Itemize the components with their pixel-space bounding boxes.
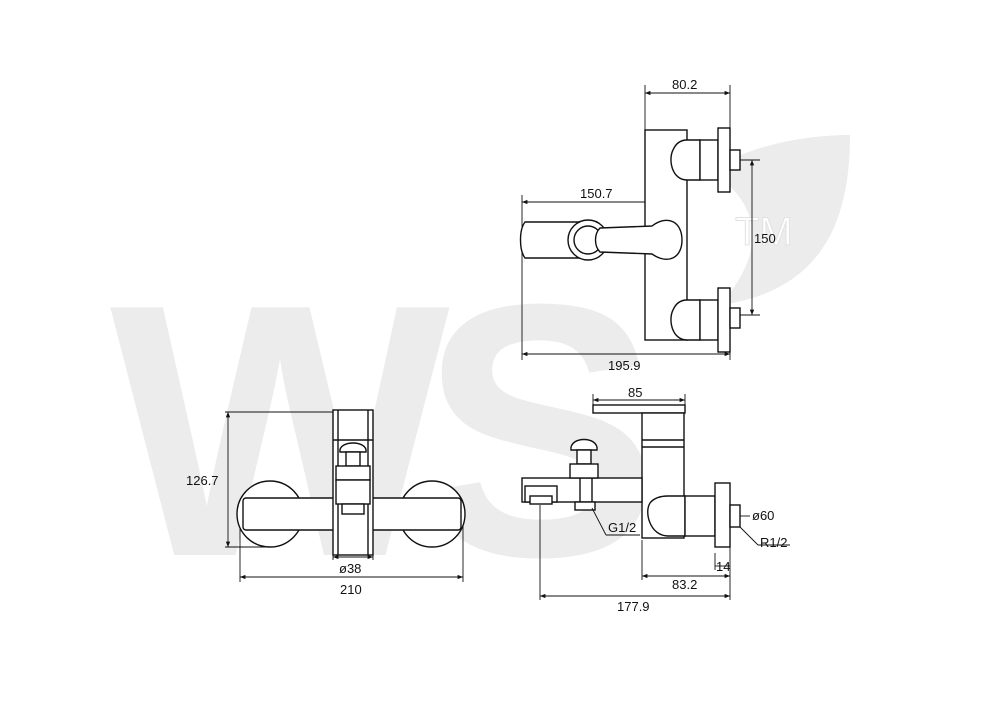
side-lever (592, 404, 686, 414)
side-view: 85 ø60 G1/2 R1/2 14 83.2 177.9 (521, 385, 790, 614)
watermark-mark: TM (735, 210, 793, 254)
dim-total-label: 195.9 (608, 358, 641, 373)
side-thread-outlet-label: G1/2 (608, 520, 636, 535)
lever-handle (594, 219, 683, 260)
side-dim-flange-label: ø60 (752, 508, 774, 523)
side-dim-offset-label: 14 (716, 559, 730, 574)
side-dim-top-label: 85 (628, 385, 642, 400)
side-diverter-knob (570, 438, 598, 451)
side-thread-inlet-label: R1/2 (760, 535, 787, 550)
watermark: WS TM (110, 135, 850, 632)
dim-spout-label: 150.7 (580, 186, 613, 201)
dim-width-label: 80.2 (672, 77, 697, 92)
side-dim-depth-label: 83.2 (672, 577, 697, 592)
dim-height-label: 150 (754, 231, 776, 246)
side-connector (647, 495, 686, 537)
top-view: 80.2 150.7 150 195.9 (519, 77, 776, 373)
front-dim-height-label: 126.7 (186, 473, 219, 488)
side-dim-total-label: 177.9 (617, 599, 650, 614)
front-dim-diameter-label: ø38 (339, 561, 361, 576)
front-dim-width-label: 210 (340, 582, 362, 597)
spout (519, 221, 581, 259)
lower-connector (670, 299, 701, 341)
upper-connector (670, 139, 701, 181)
watermark-text: WS (110, 230, 650, 632)
front-diverter-knob (339, 442, 367, 453)
front-view: 126.7 ø38 210 (186, 409, 466, 597)
wall-flange (714, 482, 731, 548)
watermark-leaf-icon (710, 135, 850, 305)
